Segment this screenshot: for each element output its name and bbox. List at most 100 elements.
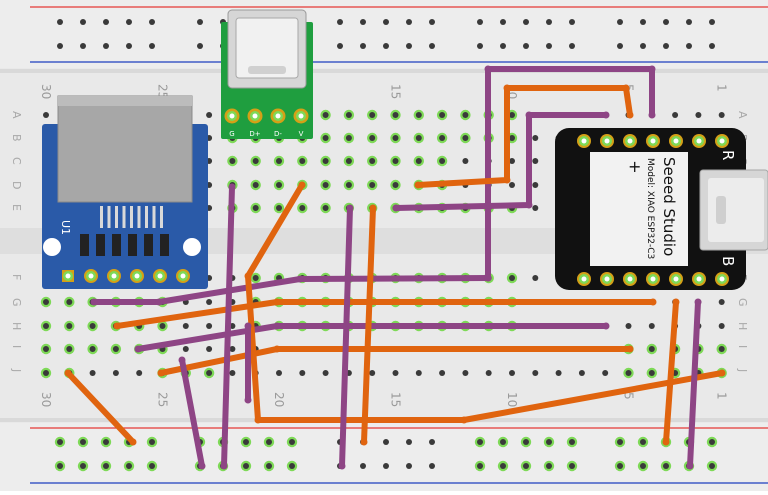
wire-orange-top-loop-end xyxy=(503,84,511,92)
rail-hole xyxy=(80,439,86,445)
wire-purple-to-rail-c-end xyxy=(178,356,186,364)
hole xyxy=(206,323,213,329)
hole xyxy=(229,370,236,376)
hole xyxy=(578,370,585,376)
hole xyxy=(345,158,352,164)
sd-contact xyxy=(100,206,103,228)
wire-purple-mid xyxy=(393,112,609,211)
rail-hole xyxy=(523,43,529,49)
rail-hole xyxy=(126,463,132,469)
rail-hole xyxy=(686,43,692,49)
rail-hole xyxy=(383,463,389,469)
hole xyxy=(485,370,492,376)
rail-hole xyxy=(57,19,63,25)
rail-hole xyxy=(80,463,86,469)
sd-resistor xyxy=(144,234,153,256)
xiao-pad-center xyxy=(719,138,725,144)
hole xyxy=(672,112,679,118)
hole xyxy=(182,346,189,352)
sd-contact xyxy=(115,206,118,228)
xiao-brand-label: Seeed Studio xyxy=(660,157,678,256)
hole xyxy=(718,346,725,352)
hole xyxy=(462,158,469,164)
rail-hole xyxy=(709,463,715,469)
hole xyxy=(415,135,422,141)
hole xyxy=(322,158,329,164)
rail-hole xyxy=(429,43,435,49)
wire-purple-mid-end xyxy=(525,111,533,119)
column-number: 1 xyxy=(715,392,729,400)
hole xyxy=(299,158,306,164)
hole xyxy=(462,112,469,118)
rail-hole xyxy=(103,19,109,25)
rail-hole xyxy=(243,463,249,469)
sd-pin-center xyxy=(65,273,71,279)
wire-purple-to-rail-g xyxy=(687,299,701,469)
rail-hole xyxy=(569,463,575,469)
wire-orange-to-rail-e-end xyxy=(369,204,377,212)
usb-c-pin-label: D- xyxy=(274,130,282,138)
wire-purple-top-loop-end xyxy=(648,65,656,73)
row-letter: I xyxy=(10,345,23,348)
wire-purple-mid-end xyxy=(525,201,533,209)
rail-hole xyxy=(149,463,155,469)
xiao-usb-c-port-icon xyxy=(716,196,726,224)
rail-hole xyxy=(500,439,506,445)
hole xyxy=(322,135,329,141)
sd-pin-center xyxy=(88,273,94,279)
rail-hole xyxy=(126,43,132,49)
sd-pin-center xyxy=(157,273,163,279)
wire-purple-g-row-end xyxy=(296,275,304,283)
wire-orange-i-row-end xyxy=(626,345,634,353)
row-letter: B xyxy=(10,134,23,142)
rail-hole xyxy=(360,19,366,25)
rail-hole xyxy=(383,19,389,25)
xiao-pad-center xyxy=(719,276,725,282)
top-power-rail xyxy=(0,0,768,68)
wire-purple-to-rail-b xyxy=(221,184,235,469)
hole xyxy=(345,182,352,188)
hole xyxy=(695,112,702,118)
wire-purple-h-row-end xyxy=(602,322,610,330)
wire-purple-h-row-end xyxy=(134,345,142,353)
wire-purple-top-loop-end xyxy=(484,65,492,73)
hole xyxy=(206,370,213,376)
hole xyxy=(276,182,282,188)
hole xyxy=(322,205,329,211)
row-letter: D xyxy=(10,181,23,189)
hole xyxy=(322,112,329,118)
wire-orange-long-end xyxy=(298,181,306,189)
wire-purple-top-loop xyxy=(485,66,655,281)
xiao-pad-center xyxy=(627,276,633,282)
rail-hole xyxy=(360,463,366,469)
wire-purple-to-rail-b-end xyxy=(228,183,236,191)
wire-orange-long-end xyxy=(244,272,252,280)
column-number: 20 xyxy=(272,392,286,407)
rail-hole xyxy=(149,43,155,49)
hole xyxy=(648,323,655,329)
row-letter: A xyxy=(736,111,749,119)
xiao-pad-center xyxy=(581,276,587,282)
rail-hole xyxy=(103,439,109,445)
sd-pin-center xyxy=(180,273,186,279)
wire-purple-g-row-end xyxy=(90,298,98,306)
row-letter: A xyxy=(10,111,23,119)
column-number: 10 xyxy=(505,392,519,407)
hole xyxy=(345,112,352,118)
rail-hole xyxy=(477,439,483,445)
wire-purple-to-rail-d xyxy=(339,205,353,469)
sd-mount-hole-left xyxy=(43,238,61,256)
sd-slot-contacts xyxy=(100,206,163,228)
wire-orange-to-rail-a-end xyxy=(64,369,72,377)
hole xyxy=(718,112,725,118)
hole xyxy=(509,135,515,141)
row-letter: H xyxy=(10,322,23,330)
hole xyxy=(392,112,399,118)
wire-purple-to-rail-b-end xyxy=(220,462,228,470)
rail-hole xyxy=(617,43,623,49)
hole xyxy=(276,158,282,164)
hole xyxy=(462,370,469,376)
hole xyxy=(369,135,376,141)
rail-hole xyxy=(197,19,203,25)
